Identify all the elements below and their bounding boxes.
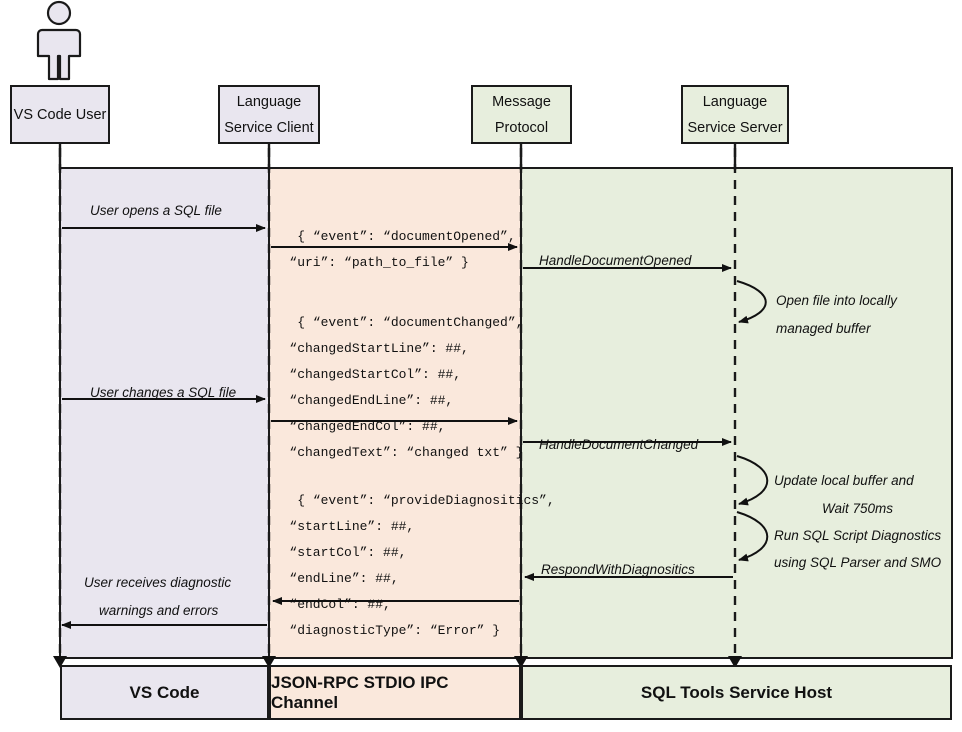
- band-vs-code: [59, 167, 270, 659]
- payload-line: “startLine”: ##,: [266, 519, 415, 534]
- participant-label-line1: Message: [492, 93, 551, 110]
- payload-line: “endLine”: ##,: [266, 571, 399, 586]
- message-user-receives-diagnostics-line2: warnings and errors: [99, 603, 219, 618]
- participant-label-line1: Language: [236, 93, 302, 110]
- payload-line: “changedStartCol”: ##,: [266, 367, 462, 382]
- band-footer-label: JSON-RPC STDIO IPC Channel: [271, 672, 449, 712]
- payload-line: “startCol”: ##,: [266, 545, 407, 560]
- lifeline-bands: [59, 167, 953, 659]
- participant-label-line1: VS Code User: [13, 106, 107, 123]
- payload-line: “uri”: “path_to_file” }: [266, 255, 469, 270]
- participant-language-service-server[interactable]: Language Service Server: [681, 85, 789, 144]
- payload-line: “changedStartLine”: ##,: [266, 341, 469, 356]
- note-update-buffer-line1: Update local buffer and: [774, 473, 914, 488]
- note-run-diagnostics-line1: Run SQL Script Diagnostics: [774, 528, 942, 543]
- payload-line: “changedText”: “changed txt” }: [266, 445, 524, 460]
- message-handle-document-opened: HandleDocumentOpened: [539, 253, 692, 268]
- note-run-diagnostics-line2: using SQL Parser and SMO: [774, 555, 942, 570]
- stick-figure-icon: [36, 0, 82, 81]
- note-update-buffer-line2: Wait 750ms: [822, 501, 894, 516]
- band-service-host: [520, 167, 953, 659]
- payload-document-opened: { “event”: “documentOpened”, “uri”: “pat…: [266, 198, 516, 302]
- message-user-opens-sql-file: User opens a SQL file: [90, 203, 222, 218]
- message-respond-with-diagnostics: RespondWithDiagnositics: [541, 562, 695, 577]
- band-footer-service-host[interactable]: SQL Tools Service Host: [521, 665, 952, 720]
- band-footer-vs-code[interactable]: VS Code: [60, 665, 269, 720]
- payload-line: “changedEndLine”: ##,: [266, 393, 454, 408]
- payload-provide-diagnostics: { “event”: “provideDiagnositics”, “start…: [266, 462, 555, 670]
- message-user-receives-diagnostics-line1: User receives diagnostic: [84, 575, 232, 590]
- payload-line: { “event”: “provideDiagnositics”,: [297, 493, 555, 508]
- band-ipc-channel: [268, 167, 522, 659]
- participant-label-line2: Service Server: [687, 119, 783, 136]
- band-footer-label: SQL Tools Service Host: [640, 682, 833, 702]
- note-open-file-line1: Open file into locally: [776, 293, 897, 308]
- payload-document-changed: { “event”: “documentChanged”, “changedSt…: [266, 284, 523, 492]
- note-open-file-line2: managed buffer: [776, 321, 871, 336]
- payload-line: “endCol”: ##,: [266, 597, 391, 612]
- payload-line: { “event”: “documentOpened”,: [297, 229, 516, 244]
- message-user-changes-sql-file: User changes a SQL file: [90, 385, 237, 400]
- self-loop-open-file: [736, 280, 767, 324]
- participant-vs-code-user[interactable]: VS Code User: [10, 85, 110, 144]
- payload-line: { “event”: “documentChanged”,: [297, 315, 524, 330]
- lifelines: [58, 148, 737, 666]
- payload-line: “diagnosticType”: “Error” }: [266, 623, 501, 638]
- band-footer-label: VS Code: [129, 682, 200, 702]
- participant-label-line2: Service Client: [224, 119, 314, 136]
- band-terminators: [53, 656, 742, 668]
- self-loop-update-buffer: [736, 455, 769, 506]
- participant-language-service-client[interactable]: Language Service Client: [218, 85, 320, 144]
- self-loop-run-diagnostics: [736, 511, 769, 562]
- payload-line: “changedEndCol”: ##,: [266, 419, 446, 434]
- message-handle-document-changed: HandleDocumentChanged: [539, 437, 699, 452]
- participant-label-line1: Language: [702, 93, 768, 110]
- participant-label-line2: Protocol: [494, 119, 549, 136]
- participant-message-protocol[interactable]: Message Protocol: [471, 85, 572, 144]
- band-footer-ipc-channel[interactable]: JSON-RPC STDIO IPC Channel: [269, 665, 521, 720]
- lifeline-stubs: [58, 144, 737, 170]
